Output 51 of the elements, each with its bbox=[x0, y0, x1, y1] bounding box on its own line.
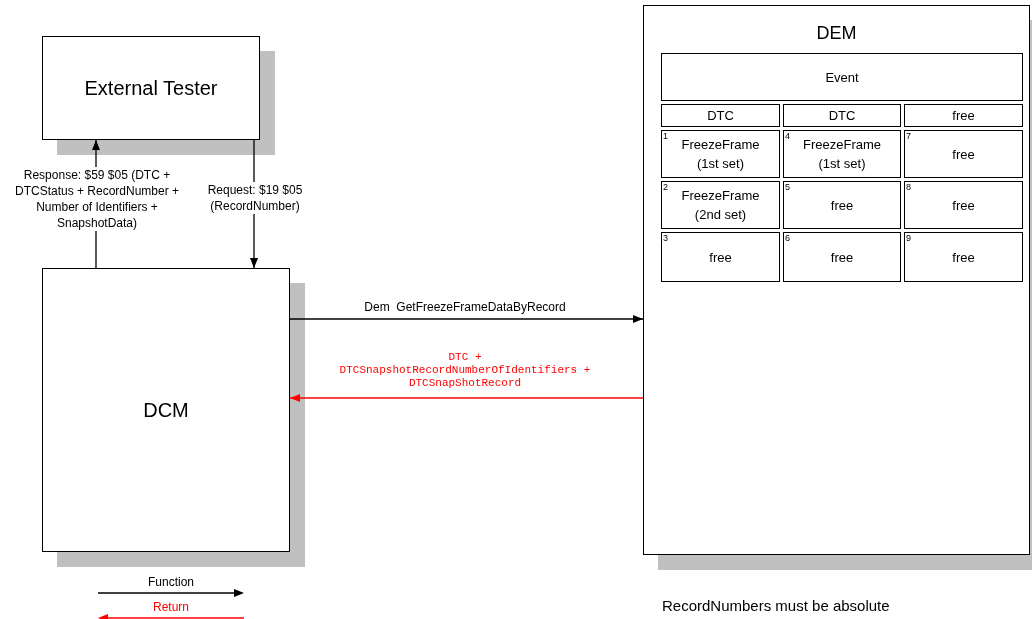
node-text: free bbox=[952, 248, 975, 266]
cell-number: 6 bbox=[785, 233, 790, 243]
node-text: (1st set) bbox=[818, 155, 866, 172]
cell-number: 7 bbox=[906, 131, 911, 141]
node-text: free bbox=[952, 196, 975, 214]
table-cell bbox=[783, 104, 901, 127]
node-text: free bbox=[709, 248, 732, 266]
node-text: free bbox=[952, 107, 975, 124]
node-text: (1st set) bbox=[697, 155, 744, 172]
node-text: DTC bbox=[707, 107, 734, 124]
cell-number: 3 bbox=[663, 233, 668, 243]
table-cell bbox=[661, 53, 1023, 101]
block-title: DEM bbox=[816, 22, 857, 45]
edge-label: Response: $59 $05 (DTC + DTCStatus + RecordNumber + Number of Identifiers + SnapshotData) bbox=[12, 167, 182, 231]
table-cell bbox=[904, 181, 1023, 229]
node-text: free bbox=[952, 145, 975, 163]
block-box bbox=[42, 36, 260, 140]
table-cell bbox=[783, 181, 901, 229]
node-text: External Tester bbox=[84, 76, 218, 101]
table-cell bbox=[783, 130, 901, 178]
edge-label: Dem GetFreezeFrameDataByRecord bbox=[364, 299, 566, 315]
table-cell bbox=[904, 232, 1023, 282]
cell-number: 2 bbox=[663, 182, 668, 192]
table-cell bbox=[783, 232, 901, 282]
node-text: Event bbox=[825, 68, 859, 86]
cell-number: 5 bbox=[785, 182, 790, 192]
legend-text: Function bbox=[148, 575, 194, 589]
arrow bbox=[289, 315, 644, 323]
node-text: FreezeFrame bbox=[803, 136, 881, 153]
table-cell bbox=[904, 104, 1023, 127]
table-cell bbox=[661, 130, 780, 178]
note-text: RecordNumbers must be absolute bbox=[662, 596, 890, 616]
cell-number: 1 bbox=[663, 131, 668, 141]
node-text: FreezeFrame bbox=[681, 187, 760, 204]
block-box bbox=[42, 268, 290, 552]
cell-number: 9 bbox=[906, 233, 911, 243]
table-cell bbox=[661, 232, 780, 282]
table-cell bbox=[904, 130, 1023, 178]
node-text: free bbox=[830, 248, 854, 266]
node-text: DTC bbox=[828, 107, 856, 124]
node-text: DCM bbox=[143, 398, 189, 423]
cell-number: 8 bbox=[906, 182, 911, 192]
block-box bbox=[643, 5, 1030, 555]
node-text: (2nd set) bbox=[694, 206, 747, 223]
legend-text: Return bbox=[153, 600, 189, 614]
cell-number: 4 bbox=[785, 131, 790, 141]
node-text: FreezeFrame bbox=[681, 136, 760, 153]
table-cell bbox=[661, 104, 780, 127]
arrow bbox=[289, 394, 644, 402]
node-text: free bbox=[830, 196, 854, 214]
table-cell bbox=[661, 181, 780, 229]
